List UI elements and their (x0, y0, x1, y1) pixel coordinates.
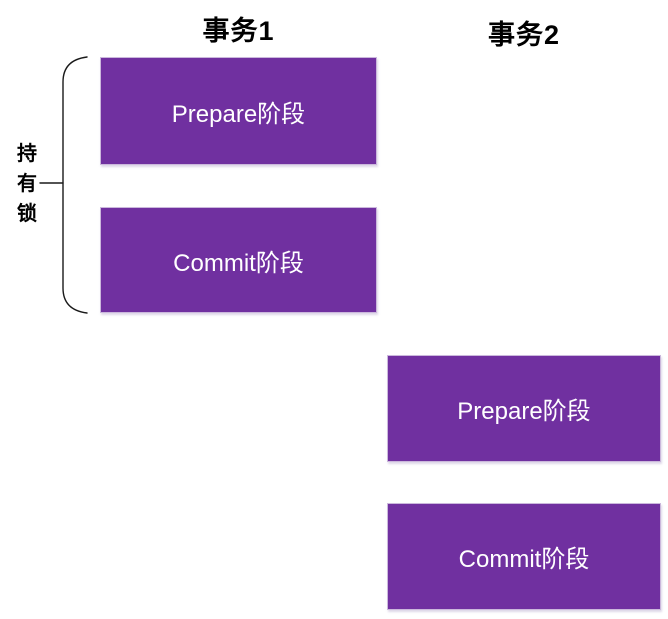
brace-curve (62, 56, 88, 314)
transaction1-prepare-phase-box: Prepare阶段 (100, 57, 377, 165)
transaction1-title: 事务1 (202, 16, 275, 46)
lock-label: 持有锁 (17, 143, 37, 225)
phase-label: Commit阶段 (458, 546, 590, 573)
transaction2-prepare-phase-box: Prepare阶段 (387, 355, 661, 462)
phase-label: Prepare阶段 (171, 100, 306, 128)
transaction1-commit-phase-box: Commit阶段 (100, 207, 377, 313)
transaction2-title: 事务2 (487, 20, 561, 50)
transaction2-commit-phase-box: Commit阶段 (387, 503, 661, 610)
phase-label: Prepare阶段 (457, 398, 591, 425)
phase-label: Commit阶段 (173, 249, 304, 277)
